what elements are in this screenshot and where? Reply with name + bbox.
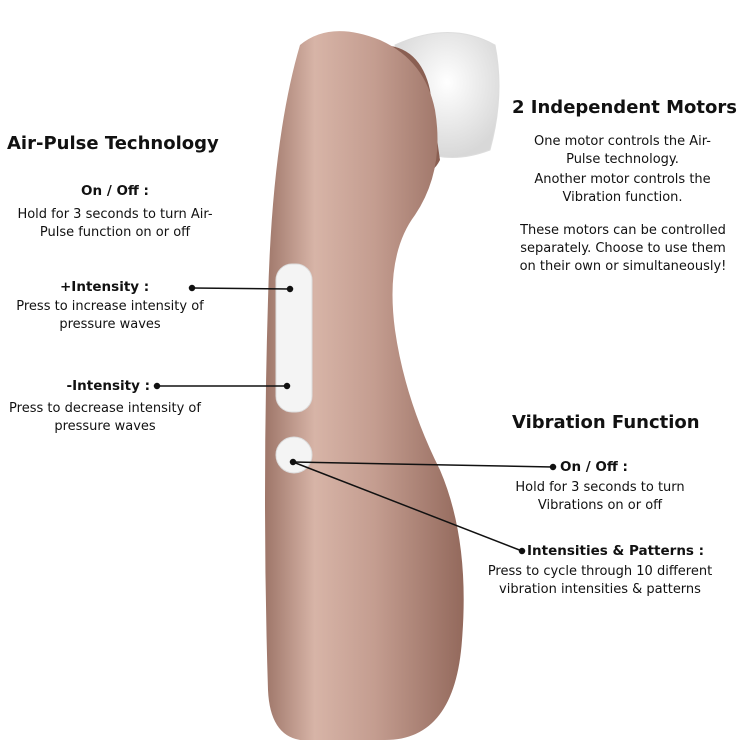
- motors-title: 2 Independent Motors: [512, 97, 737, 118]
- motors-line-1: One motor controls the Air-Pulse technol…: [534, 134, 711, 167]
- vibration-title: Vibration Function: [512, 412, 700, 433]
- vibration-button: [275, 436, 313, 474]
- patterns-label: Intensities & Patterns :: [527, 543, 705, 559]
- motors-line-3: These motors can be controlled separatel…: [519, 223, 727, 274]
- vibration-on-off-label: On / Off :: [560, 459, 628, 475]
- plus-intensity-desc: Press to increase intensity of pressure …: [16, 299, 204, 332]
- vibration-on-off-desc: Hold for 3 seconds to turn Vibrations on…: [515, 480, 685, 513]
- air-on-off-label: On / Off :: [81, 183, 149, 199]
- device-body: [265, 31, 464, 741]
- patterns-desc: Press to cycle through 10 different vibr…: [487, 564, 713, 597]
- air-pulse-button-panel: [275, 263, 313, 413]
- minus-intensity-desc: Press to decrease intensity of pressure …: [9, 401, 201, 434]
- plus-intensity-label: +Intensity :: [60, 279, 150, 295]
- air-pulse-title: Air-Pulse Technology: [7, 133, 219, 154]
- minus-intensity-label: -Intensity :: [66, 378, 150, 394]
- air-on-off-desc: Hold for 3 seconds to turn Air-Pulse fun…: [17, 207, 213, 240]
- motors-line-2: Another motor controls the Vibration fun…: [534, 172, 711, 205]
